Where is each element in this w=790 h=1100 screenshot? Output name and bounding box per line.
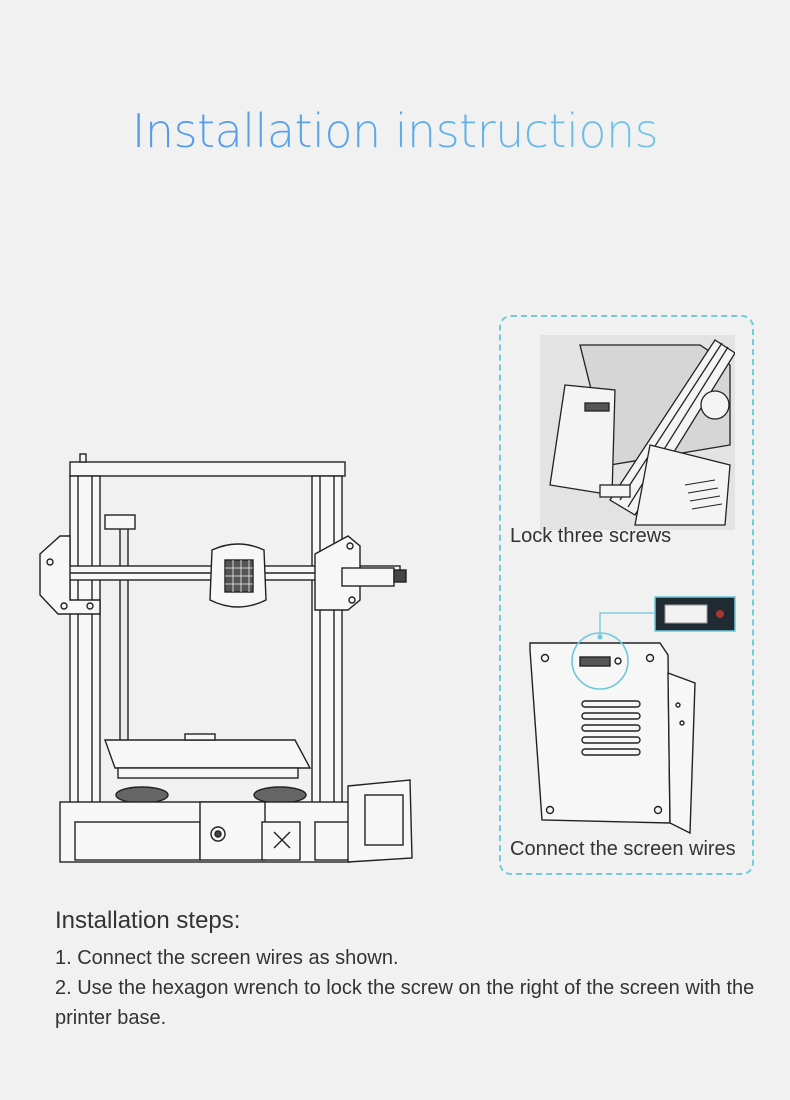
page-title: Installation instructions [0,104,790,158]
connect-wires-caption: Connect the screen wires [510,838,736,860]
connector-callout [597,596,736,640]
lock-screws-caption: Lock three screws [510,525,672,547]
step-1: 1. Connect the screen wires as shown. [55,947,399,969]
screen-back-plate-illustration [529,632,696,835]
printer-illustration [39,453,413,863]
steps-heading: Installation steps: [55,907,241,934]
detail-panel [499,315,754,875]
screw-detail-photo [540,335,735,530]
installation-steps: Installation steps: 1. Connect the scree… [55,907,755,1033]
step-2: 2. Use the hexagon wrench to lock the sc… [55,977,755,1029]
